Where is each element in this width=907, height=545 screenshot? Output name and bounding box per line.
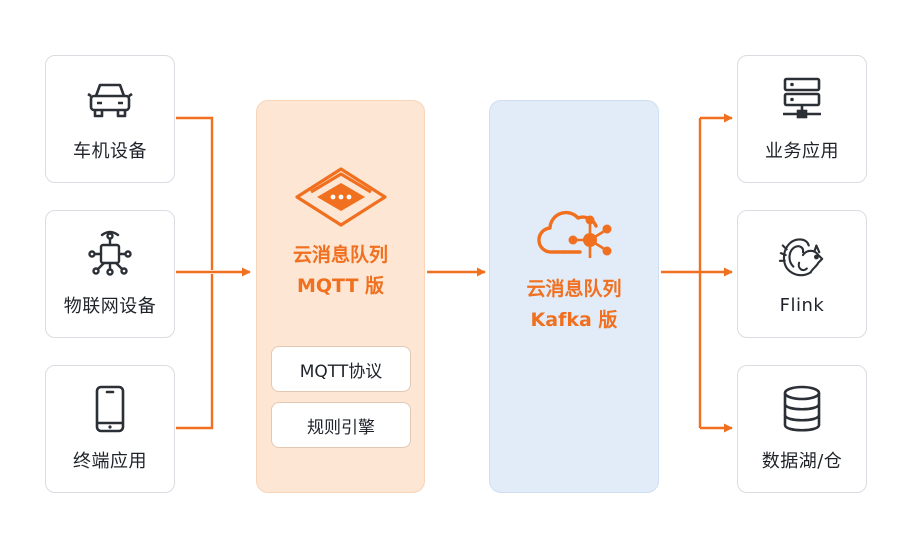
source-label: 车机设备 [73,141,147,162]
source-card-car: 车机设备 [45,55,175,183]
smartphone-icon [86,385,134,433]
source-card-terminal: 终端应用 [45,365,175,493]
flink-squirrel-icon [778,233,826,281]
kafka-title-line2: Kafka 版 [530,309,618,331]
destination-label: 业务应用 [765,141,839,162]
kafka-panel: 云消息队列 Kafka 版 [489,100,659,493]
server-icon [778,75,826,123]
connector-car [176,116,214,270]
destination-label: Flink [779,294,825,316]
dest-card-business: 业务应用 [737,55,867,183]
mqtt-title-line1: 云消息队列 [292,244,388,266]
mqtt-logo-icon [295,167,387,227]
mqtt-protocol-feature: MQTT协议 [271,346,411,392]
dest-card-datalake: 数据湖/仓 [737,365,867,493]
source-card-iot: 物联网设备 [45,210,175,338]
destination-label: 数据湖/仓 [761,451,843,472]
kafka-cloud-icon [534,196,616,266]
kafka-title-line1: 云消息队列 [526,278,622,300]
rule-engine-feature: 规则引擎 [271,402,411,448]
iot-chip-icon [86,230,134,278]
database-icon [778,385,826,433]
source-label: 物联网设备 [63,296,157,317]
source-label: 终端应用 [73,451,147,472]
mqtt-panel: 云消息队列 MQTT 版 MQTT协议 规则引擎 [256,100,425,493]
car-icon [86,75,134,123]
dest-card-flink: Flink [737,210,867,338]
connector-terminal [176,274,214,430]
mqtt-title-line2: MQTT 版 [296,275,385,297]
